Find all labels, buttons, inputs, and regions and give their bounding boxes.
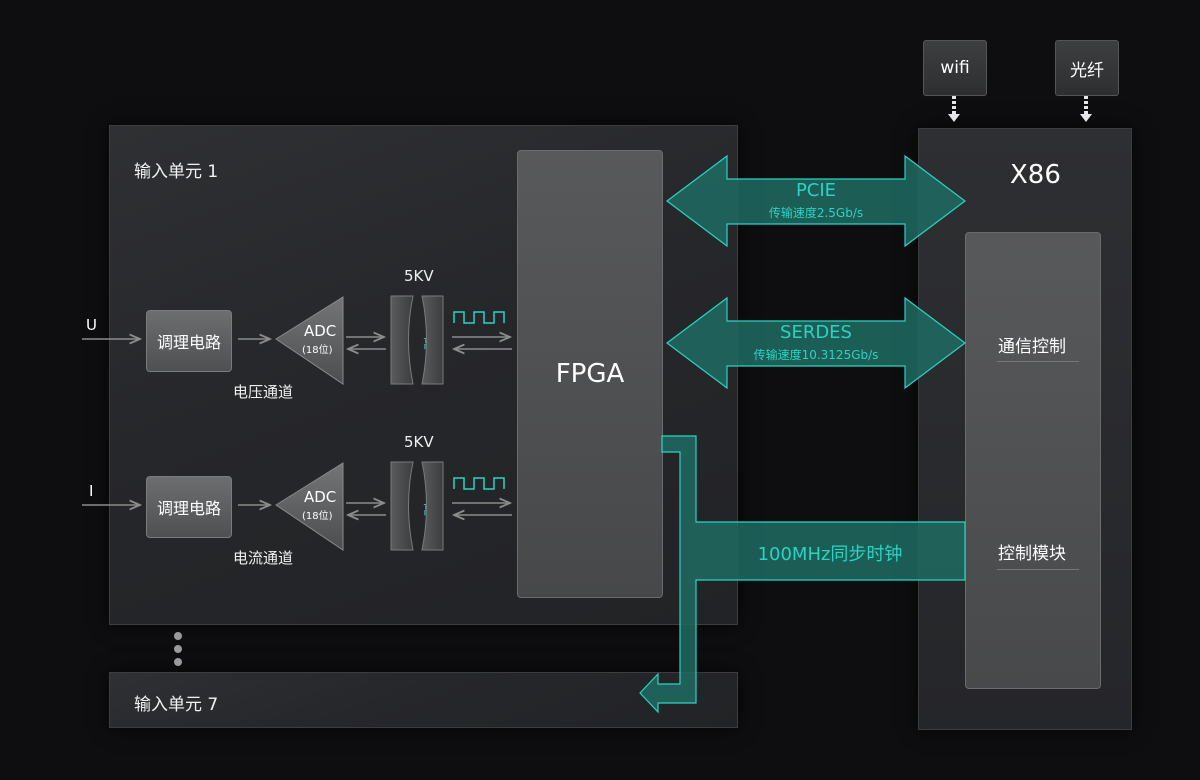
pcie-subtitle: 传输速度2.5Gb/s bbox=[768, 206, 864, 220]
channel-name-u: 电压通道 bbox=[233, 383, 294, 401]
module-comm-control: 通信控制 bbox=[998, 337, 1066, 357]
ellipsis-dot bbox=[174, 658, 182, 666]
adc-triangle-u bbox=[275, 296, 344, 385]
module-control: 控制模块 bbox=[998, 544, 1066, 564]
x86-title: X86 bbox=[1010, 160, 1061, 190]
module-divider bbox=[997, 569, 1079, 570]
adc-label-u: ADC bbox=[304, 322, 337, 340]
isolation-barrier-right-i bbox=[421, 461, 444, 551]
adc-triangle-i bbox=[275, 462, 344, 551]
clock-path bbox=[639, 435, 966, 714]
isolation-barrier-left-i bbox=[390, 461, 414, 551]
channel-name-i: 电流通道 bbox=[233, 549, 294, 567]
input-unit-1-title: 输入单元 1 bbox=[134, 162, 219, 182]
input-unit-7-panel bbox=[109, 672, 738, 728]
module-divider bbox=[997, 361, 1079, 362]
isolation-voltage-i: 5KV bbox=[404, 433, 434, 451]
input-i-label: I bbox=[89, 482, 94, 500]
x86-inner-block bbox=[965, 232, 1101, 689]
isolation-voltage-u: 5KV bbox=[404, 267, 434, 285]
digital-signal-u bbox=[453, 311, 505, 324]
conditioning-circuit-i: 调理电路 bbox=[146, 476, 232, 538]
digital-signal-i bbox=[453, 477, 505, 490]
serdes-title: SERDES bbox=[780, 322, 852, 343]
pcie-arrow bbox=[666, 154, 966, 248]
input-unit-7-title: 输入单元 7 bbox=[134, 695, 219, 715]
channel-i-graphics bbox=[82, 461, 512, 551]
adc-bits-i: (18位) bbox=[302, 511, 333, 522]
fiber-arrowhead bbox=[1080, 114, 1092, 122]
wifi-arrowhead bbox=[948, 114, 960, 122]
fpga-block: FPGA bbox=[517, 150, 663, 598]
serdes-arrow bbox=[666, 296, 966, 390]
serdes-subtitle: 传输速度10.3125Gb/s bbox=[753, 348, 879, 362]
channel-u-graphics bbox=[82, 295, 512, 385]
clock-title: 100MHz同步时钟 bbox=[757, 544, 903, 565]
input-u-label: U bbox=[86, 316, 97, 334]
ellipsis-dot bbox=[174, 632, 182, 640]
adc-label-i: ADC bbox=[304, 488, 337, 506]
adc-bits-u: (18位) bbox=[302, 345, 333, 356]
isolation-barrier-right-u bbox=[421, 295, 444, 385]
ellipsis-dot bbox=[174, 645, 182, 653]
pcie-title: PCIE bbox=[795, 180, 837, 201]
conditioning-circuit-u: 调理电路 bbox=[146, 310, 232, 372]
fiber-box: 光纤 bbox=[1055, 40, 1119, 96]
wifi-box: wifi bbox=[923, 40, 987, 96]
isolation-barrier-left-u bbox=[390, 295, 414, 385]
